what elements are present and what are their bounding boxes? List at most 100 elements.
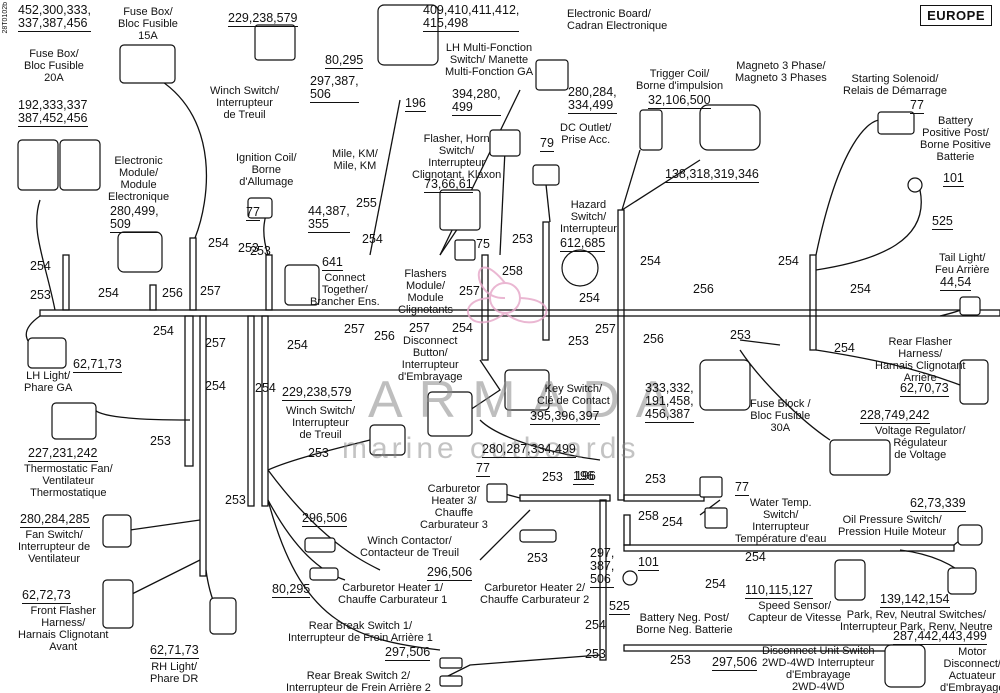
dc-label: DC Outlet/ Prise Acc. (560, 122, 612, 146)
wire-code: 254 (705, 577, 726, 591)
branch-front (199, 315, 207, 577)
multi-label: LH Multi-Fonction Switch/ Manette Multi-… (445, 42, 534, 78)
wire-contactor (267, 469, 381, 571)
wire-code: 256 (162, 286, 183, 300)
motor-part-numbers: 287,442,443,499 (893, 629, 987, 645)
trigger-part-numbers: 32,106,500 (648, 93, 711, 109)
carb-bottom-part-numbers: 297, 387, 506 (590, 546, 615, 588)
motor-label: Motor Disconnect/ Actuateur d'Embrayage (940, 646, 1000, 693)
wire-80295 (267, 499, 346, 581)
wire-code: 258 (638, 509, 659, 523)
flasher-connector (439, 189, 481, 231)
wire-frontflasher (129, 559, 201, 596)
contactor-label: Winch Contactor/ Contacteur de Treuil (360, 535, 460, 559)
wire-code: 253 (568, 334, 589, 348)
rh-light-label: RH Light/ Phare DR (150, 661, 199, 685)
wire-code: 257 (409, 321, 430, 335)
key-switch-label: Key Switch/ Clé de Contact (537, 383, 610, 407)
wire-code: 254 (30, 259, 51, 273)
speed-label: Speed Sensor/ Capteur de Vitesse (748, 600, 842, 624)
winch2-label: Winch Switch/ Interrupteur de Treuil (286, 405, 356, 441)
oil-label: Oil Pressure Switch/ Pression Huile Mote… (838, 514, 947, 538)
wire-trigger (621, 149, 641, 211)
wire-code: 253 (30, 288, 51, 302)
flasher-relay (489, 129, 521, 157)
water-connector-a (699, 476, 723, 498)
lower-harness (623, 544, 955, 552)
wire-code: 253 (238, 241, 259, 255)
tail-part-numbers: 44,54 (940, 275, 972, 291)
winch2-connector (369, 424, 406, 456)
fuse20b-box (59, 139, 101, 191)
battery-neg-ring (622, 570, 638, 586)
magneto-label: Magneto 3 Phase/ Magneto 3 Phases (735, 60, 827, 84)
fan-connector (102, 514, 132, 548)
winch1-label: Winch Switch/ Interrupteur de Treuil (210, 85, 280, 121)
water-connector-b (704, 507, 728, 529)
battery-525: 525 (932, 214, 953, 230)
carb-bar (519, 494, 611, 502)
battery-neg-101: 101 (638, 555, 659, 571)
carb3-wire-77: 77 (476, 461, 490, 477)
lh-light-part-numbers: 62,71,73 (73, 357, 122, 373)
lh-light-connector (27, 337, 67, 369)
center-trunk (481, 254, 489, 361)
wire-code: 257 (595, 322, 616, 336)
regulator-part-numbers: 228,749,242 (860, 408, 930, 424)
wire-code: 253 (542, 470, 563, 484)
hazard-label: Hazard Switch/ Interrupteur (560, 199, 617, 235)
wire-code: 254 (98, 286, 119, 300)
wire-fuse20 (36, 199, 56, 311)
wire-code: 253 (527, 551, 548, 565)
wire-thermo (94, 409, 191, 421)
wire-code: 253 (308, 446, 329, 460)
wire-code: 196 (575, 469, 596, 483)
80295-connector (309, 567, 339, 581)
water-branch (623, 514, 631, 546)
ecm-part-numbers: 280,499, 509 (110, 204, 159, 233)
fuse20-part-numbers: 192,333,337 387,452,456 (18, 98, 88, 127)
carb1-part-numbers: 296,506 (427, 565, 473, 581)
fan-part-numbers: 280,284,285 (20, 512, 90, 528)
ignition-connector (247, 197, 273, 219)
wire-code: 254 (208, 236, 229, 250)
dc-connector (532, 164, 560, 186)
region-badge: EUROPE (920, 5, 992, 26)
wire-code: 254 (255, 381, 276, 395)
disconnect-button (427, 391, 473, 437)
wire-code: 254 (745, 550, 766, 564)
magneto-part-numbers: 138,318,319,346 (665, 167, 759, 183)
wire-rb2 (439, 654, 601, 681)
carb-wire-196: 196 (573, 469, 594, 485)
battery-ring (907, 177, 923, 193)
wire-winch2 (267, 439, 371, 471)
flasher-ids: 73,66,61 (424, 177, 473, 193)
wire-code: 254 (585, 618, 606, 632)
wire-code: 253 (645, 472, 666, 486)
trigger-label: Trigger Coil/ Borne d'impulsion (636, 68, 724, 92)
wire-board (369, 99, 401, 256)
branch-ecm (149, 284, 157, 311)
regulator-label: Voltage Regulator/ Régulateur de Voltage (875, 425, 966, 461)
park-part-numbers: 139,142,154 (880, 592, 950, 608)
multi-connector (535, 59, 569, 91)
wire-code: 255 (356, 196, 377, 210)
starter-label: Starting Solenoid/ Relais de Démarrage (843, 73, 947, 97)
flasher-part-numbers: 394,280, 499 (452, 87, 501, 116)
battery-neg-label: Battery Neg. Post/ Borne Neg. Batterie (636, 612, 733, 636)
thermo-connector (51, 402, 97, 440)
winch1-connector (254, 24, 296, 61)
thermo-part-numbers: 227,231,242 (28, 446, 98, 462)
mile-part-numbers-a: 80,295 (325, 53, 364, 69)
wire-code: 254 (640, 254, 661, 268)
rear-break-part-numbers: 297,506 (385, 645, 431, 661)
wire-code: 257 (200, 284, 221, 298)
connect-641: 641 (322, 255, 343, 271)
wire-code: 254 (850, 282, 871, 296)
branch-fuse20 (62, 254, 70, 311)
wire-code: 257 (205, 336, 226, 350)
disconnect-button-label: Disconnect Button/ Interrupteur d'Embray… (398, 335, 463, 383)
fuse30-block (699, 359, 751, 411)
rear-break-2-label: Rear Break Switch 2/ Interrupteur de Fre… (286, 670, 431, 693)
